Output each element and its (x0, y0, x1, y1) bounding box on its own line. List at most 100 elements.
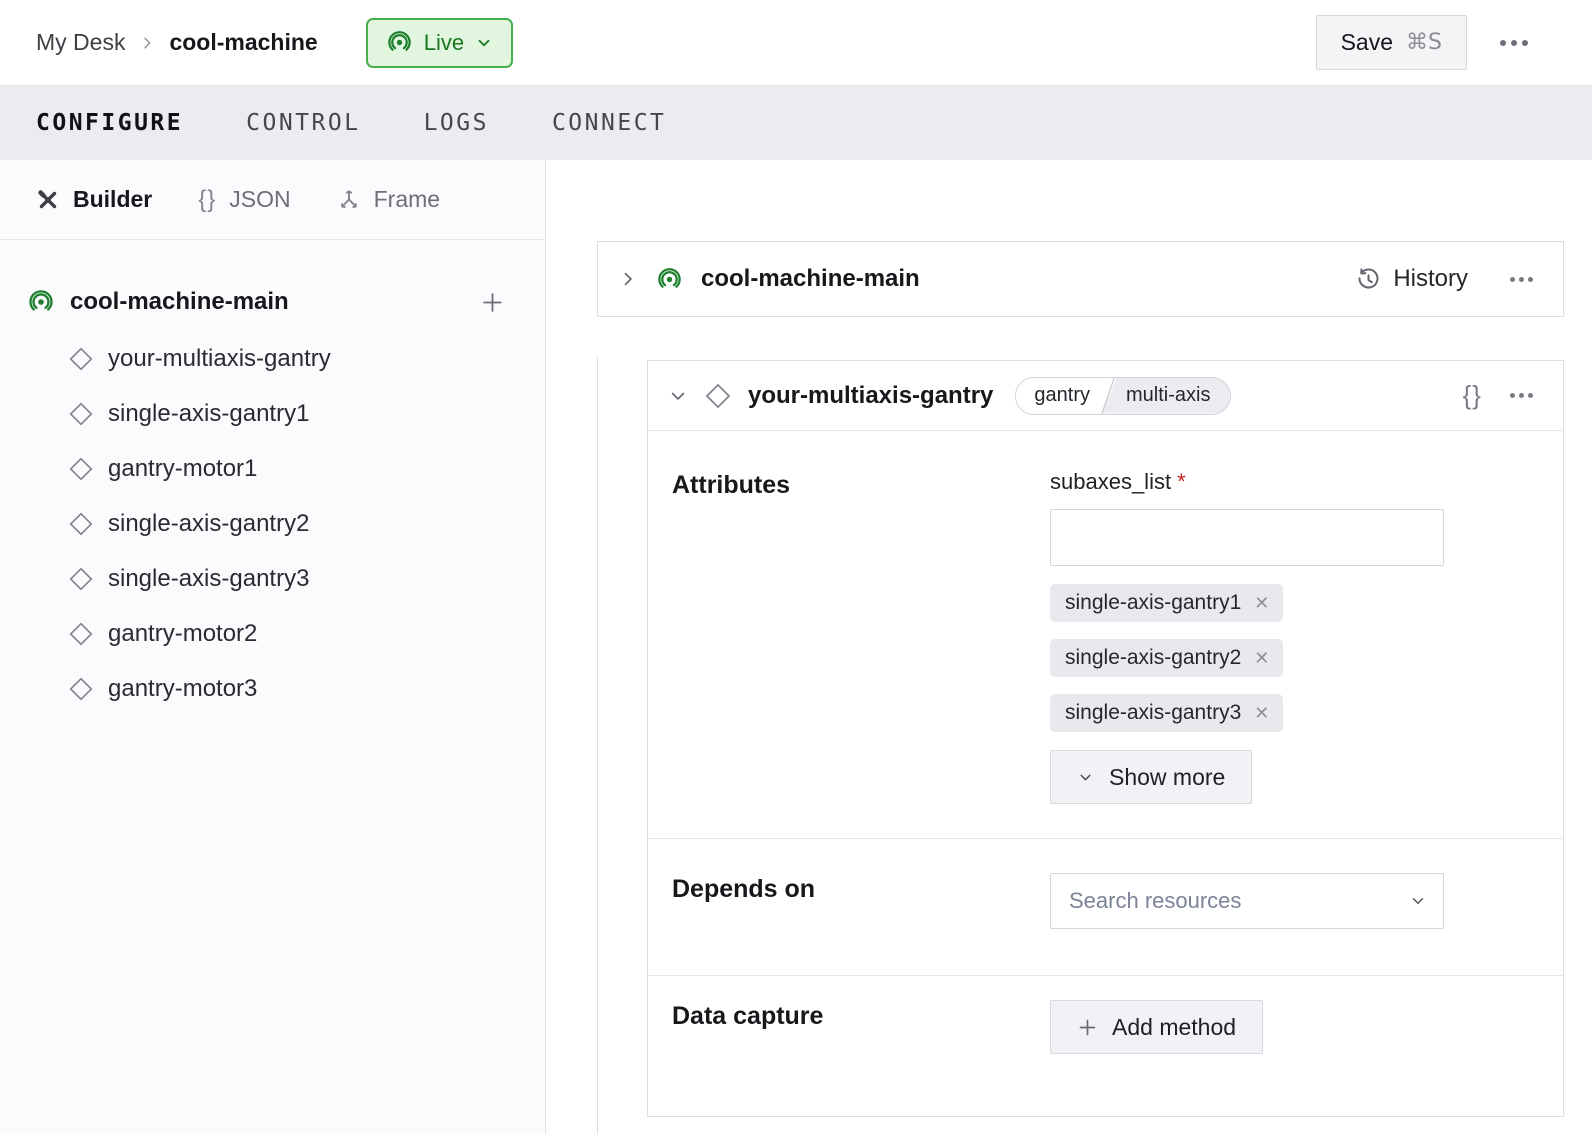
view-builder-label: Builder (73, 186, 153, 212)
remove-chip-icon[interactable]: ✕ (1254, 647, 1270, 669)
save-button[interactable]: Save ⌘S (1315, 15, 1467, 70)
show-more-button[interactable]: Show more (1050, 750, 1253, 804)
broadcast-icon (656, 266, 683, 293)
view-json-button[interactable]: {} JSON (198, 186, 290, 214)
ellipsis-icon (1510, 276, 1515, 282)
tree-item-label: your-multiaxis-gantry (108, 344, 331, 372)
history-button[interactable]: History (1354, 265, 1468, 293)
resource-type-badge: gantry multi-axis (1015, 376, 1232, 415)
view-frame-button[interactable]: Frame (337, 186, 440, 213)
depends-on-search-dropdown[interactable]: Search resources (1050, 873, 1444, 929)
tree-item-your-multiaxis-gantry[interactable]: your-multiaxis-gantry (0, 331, 545, 386)
history-icon (1354, 266, 1381, 293)
diamond-icon (68, 511, 94, 537)
broadcast-icon (386, 29, 413, 56)
diamond-icon (68, 621, 94, 647)
tree-item-single-axis-gantry1[interactable]: single-axis-gantry1 (0, 386, 545, 441)
resource-card-title: your-multiaxis-gantry (748, 381, 994, 409)
config-main-pane: cool-machine-main History (546, 160, 1592, 1134)
chip-label: single-axis-gantry3 (1065, 701, 1242, 724)
plus-icon (480, 290, 505, 315)
frame-icon (337, 188, 361, 212)
tab-connect[interactable]: CONNECT (552, 104, 666, 142)
machine-status-dropdown[interactable]: Live (365, 17, 514, 68)
resource-card-your-multiaxis-gantry: your-multiaxis-gantry gantry multi-axis … (647, 360, 1564, 1117)
tab-logs[interactable]: LOGS (424, 104, 489, 142)
resource-card-header: your-multiaxis-gantry gantry multi-axis … (648, 361, 1563, 431)
tree-item-gantry-motor2[interactable]: gantry-motor2 (0, 606, 545, 661)
required-marker: * (1177, 469, 1186, 494)
diamond-icon (704, 382, 732, 410)
chevron-down-icon (1077, 769, 1094, 786)
ellipsis-icon (1510, 393, 1515, 398)
diamond-icon (68, 346, 94, 372)
show-more-label: Show more (1109, 763, 1226, 790)
add-method-button[interactable]: Add method (1050, 1000, 1264, 1054)
tree-item-gantry-motor3[interactable]: gantry-motor3 (0, 661, 545, 716)
code-braces-icon: {} (1462, 380, 1482, 410)
breadcrumb-current: cool-machine (169, 29, 318, 55)
tree-root-label: cool-machine-main (70, 288, 289, 315)
resource-overflow-menu-button[interactable] (1504, 385, 1539, 406)
part-card-title: cool-machine-main (701, 265, 920, 292)
main-tabbar: CONFIGURE CONTROL LOGS CONNECT (0, 85, 1592, 160)
tree-item-label: single-axis-gantry3 (108, 564, 310, 592)
part-group-guide-line (597, 357, 598, 1134)
tree-item-single-axis-gantry3[interactable]: single-axis-gantry3 (0, 551, 545, 606)
depends-on-section-label: Depends on (672, 875, 816, 903)
ellipsis-icon (1499, 39, 1506, 46)
chevron-down-icon (1409, 892, 1427, 910)
tab-configure[interactable]: CONFIGURE (36, 104, 183, 142)
data-capture-section-label: Data capture (672, 1002, 824, 1030)
tree-item-label: gantry-motor2 (108, 619, 258, 647)
tree-item-single-axis-gantry2[interactable]: single-axis-gantry2 (0, 496, 545, 551)
field-name: subaxes_list (1050, 469, 1172, 494)
part-expand-toggle[interactable] (618, 269, 638, 289)
tree-item-gantry-motor1[interactable]: gantry-motor1 (0, 441, 545, 496)
subaxes-list-field-label: subaxes_list* (1050, 469, 1539, 495)
subaxis-chip: single-axis-gantry3 ✕ (1050, 694, 1284, 732)
tree-item-label: gantry-motor1 (108, 454, 258, 482)
tree-item-label: single-axis-gantry2 (108, 509, 310, 537)
tree-item-label: single-axis-gantry1 (108, 399, 310, 427)
part-card-cool-machine-main: cool-machine-main History (597, 241, 1564, 317)
breadcrumb-parent-link[interactable]: My Desk (36, 29, 126, 55)
status-badge-label: Live (423, 29, 465, 55)
view-json-label: JSON (229, 186, 291, 212)
breadcrumb: My Desk cool-machine (36, 29, 318, 56)
resource-collapse-toggle[interactable] (668, 386, 688, 406)
view-switcher: Builder {} JSON (0, 160, 545, 240)
top-header: My Desk cool-machine Live Save ⌘ (0, 0, 1592, 85)
search-resources-placeholder: Search resources (1069, 888, 1242, 913)
remove-chip-icon[interactable]: ✕ (1254, 592, 1270, 614)
depends-on-section: Depends on Search resources (648, 838, 1563, 975)
header-overflow-menu-button[interactable] (1493, 32, 1534, 54)
chevron-right-icon (618, 269, 638, 289)
add-resource-button[interactable] (478, 288, 507, 317)
save-shortcut: ⌘S (1406, 30, 1442, 55)
chip-label: single-axis-gantry1 (1065, 591, 1242, 614)
tools-icon (36, 188, 60, 212)
part-overflow-menu-button[interactable] (1504, 269, 1539, 290)
tab-control[interactable]: CONTROL (246, 104, 360, 142)
view-frame-label: Frame (373, 186, 441, 212)
resource-type-tag: gantry (1016, 377, 1100, 414)
topbar-actions: Save ⌘S (1315, 15, 1592, 70)
remove-chip-icon[interactable]: ✕ (1254, 702, 1270, 724)
chip-label: single-axis-gantry2 (1065, 646, 1242, 669)
config-sidebar: Builder {} JSON (0, 160, 546, 1134)
view-builder-button[interactable]: Builder (36, 186, 152, 213)
diamond-icon (68, 566, 94, 592)
diamond-icon (68, 456, 94, 482)
content-row: Builder {} JSON (0, 160, 1592, 1134)
tree-root-cool-machine-main[interactable]: cool-machine-main (0, 273, 545, 331)
attributes-section-label: Attributes (672, 471, 791, 499)
code-braces-icon: {} (198, 185, 217, 213)
attributes-section: Attributes subaxes_list* single-axis-gan… (648, 431, 1563, 838)
resource-model-tag: multi-axis (1101, 377, 1231, 414)
subaxes-chip-list: single-axis-gantry1 ✕ single-axis-gantry… (1050, 584, 1539, 732)
view-raw-json-button[interactable]: {} (1463, 380, 1482, 411)
subaxes-list-input[interactable] (1050, 509, 1444, 566)
subaxis-chip: single-axis-gantry2 ✕ (1050, 639, 1284, 677)
